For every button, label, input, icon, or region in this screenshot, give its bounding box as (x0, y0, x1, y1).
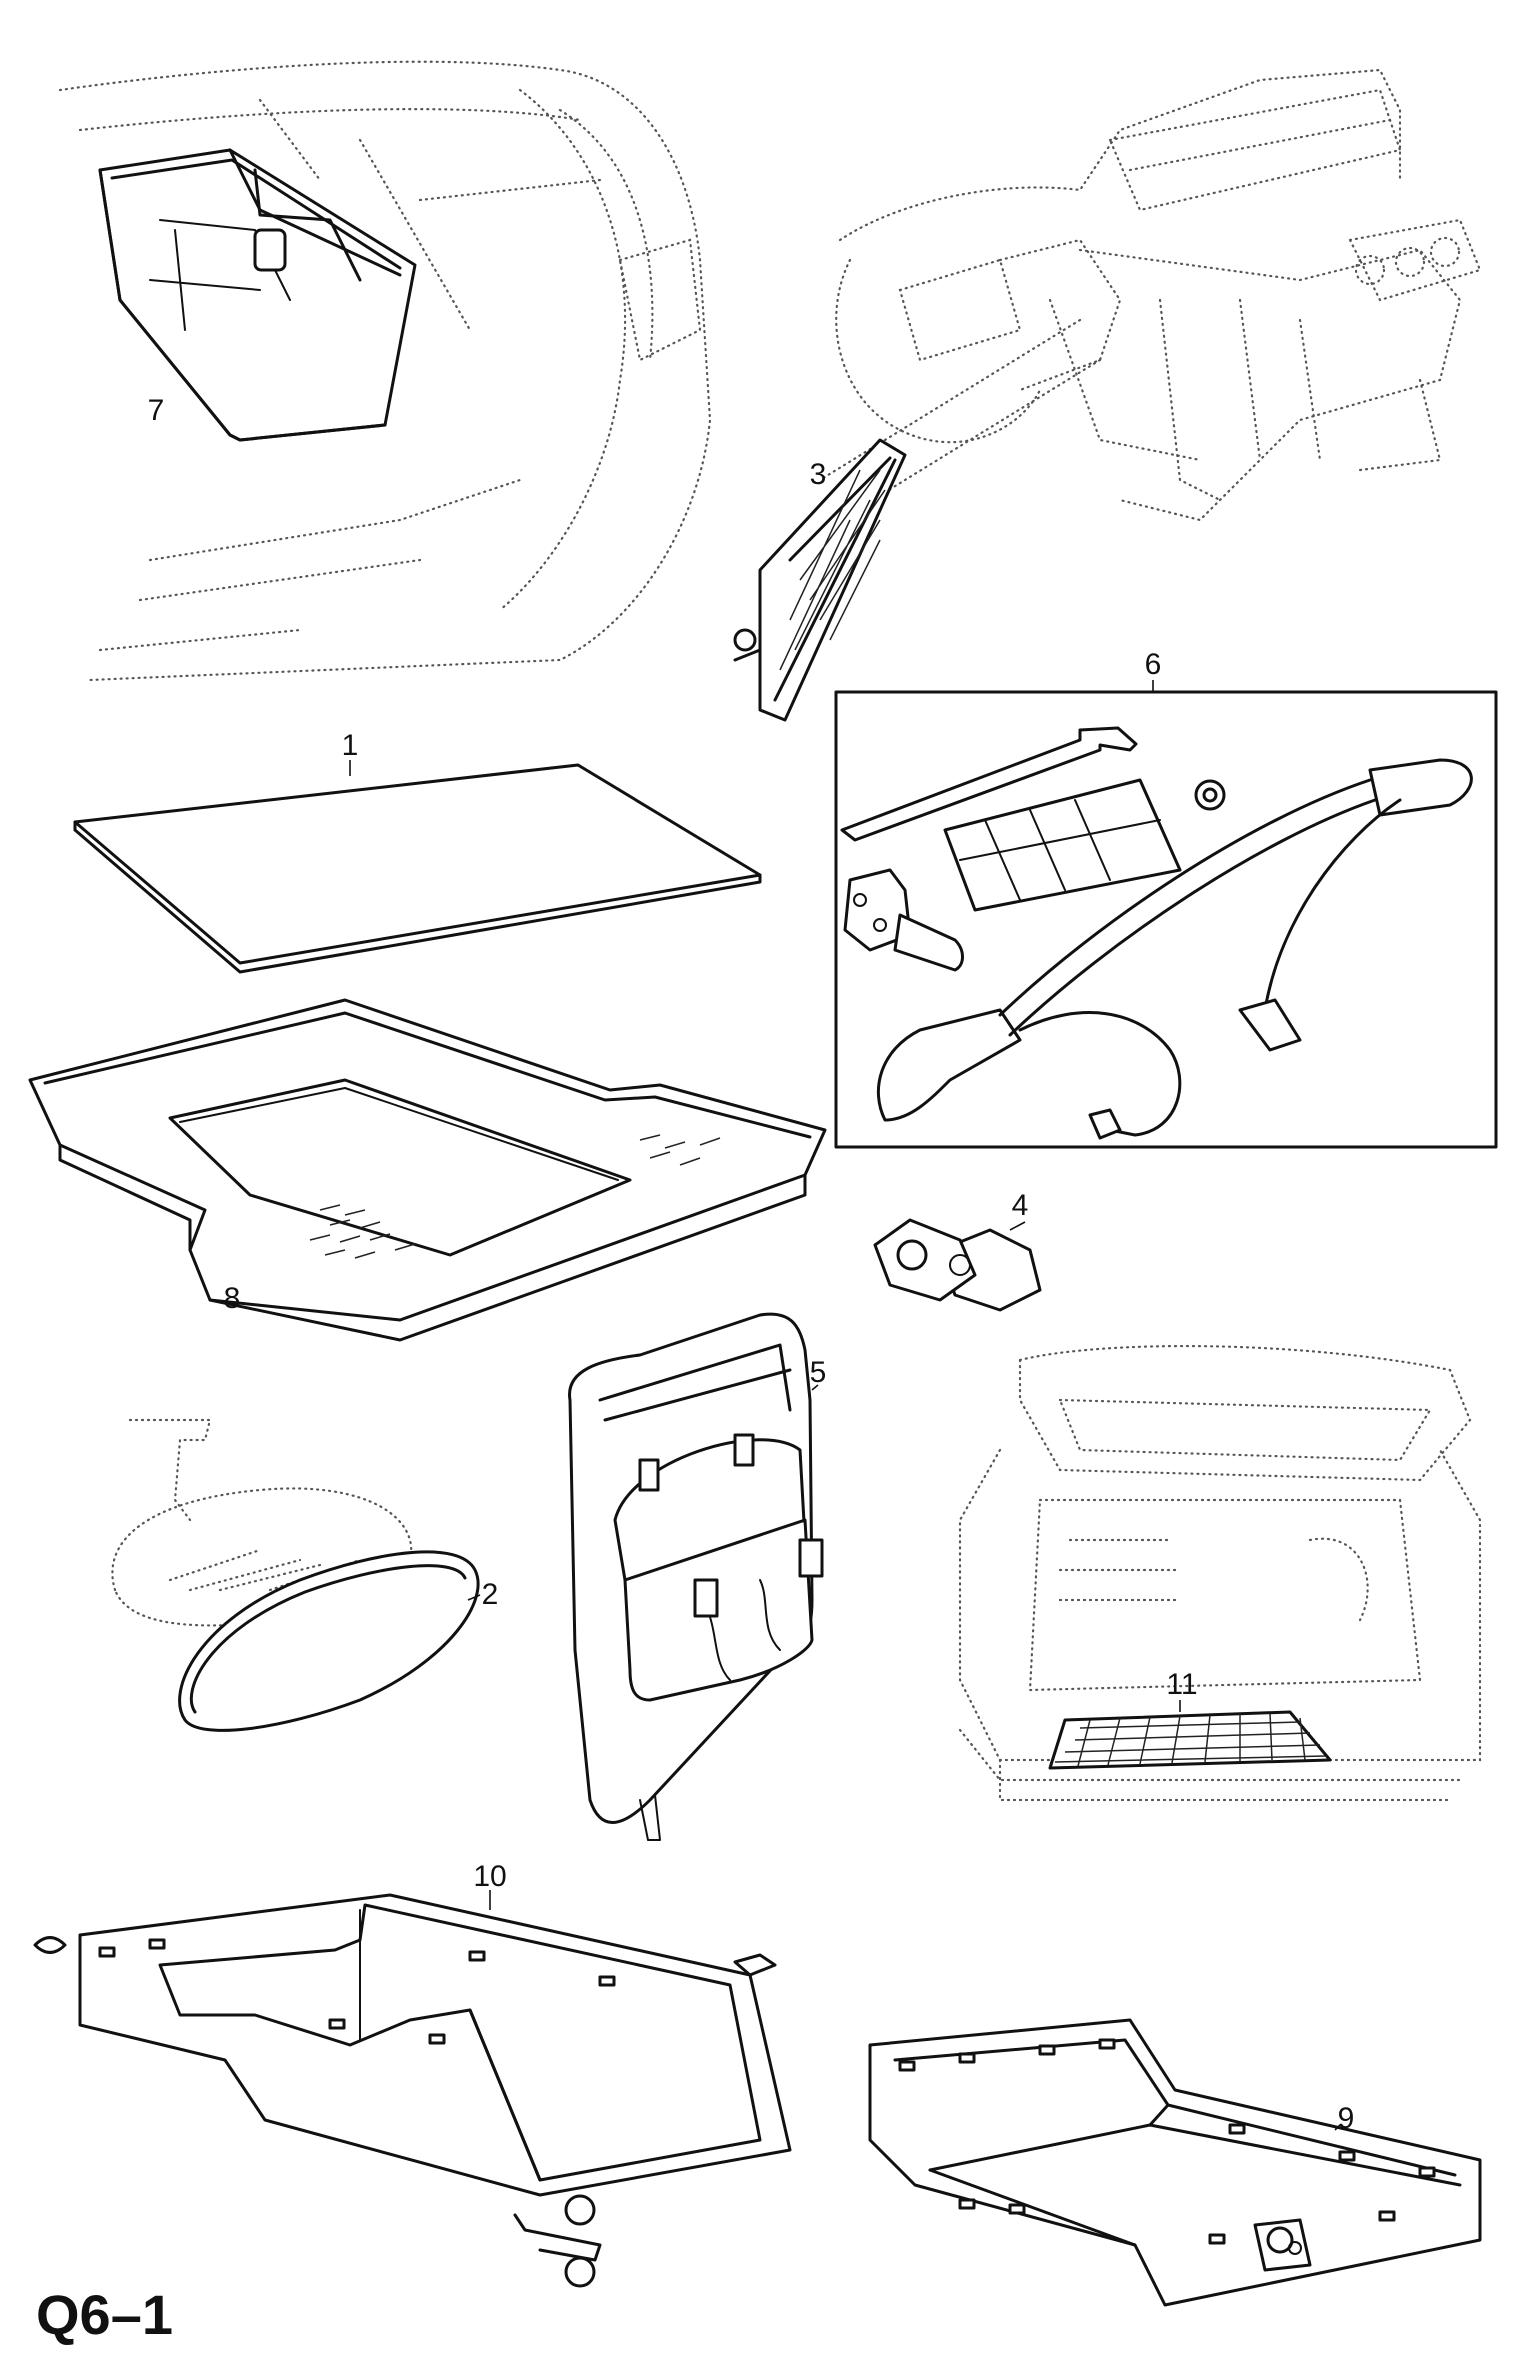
callout-11: 11 (1166, 1668, 1197, 1701)
callout-2: 2 (482, 1578, 499, 1611)
callout-3: 3 (810, 458, 827, 491)
part-2-mirror (111, 1418, 481, 1732)
callout-7: 7 (148, 394, 165, 427)
callout-1: 1 (342, 729, 359, 762)
callout-8: 8 (224, 1282, 241, 1315)
part-1-floor-mat (73, 760, 762, 974)
part-10-cargo-liner (33, 1890, 792, 2288)
part-6-tool-kit (834, 680, 1498, 1149)
callout-4: 4 (1012, 1189, 1029, 1222)
page-code: Q6–1 (36, 2283, 173, 2346)
part-4-socket (873, 1218, 1042, 1312)
part-7-storage-box (58, 60, 712, 682)
part-11-trunk-net (958, 1344, 1482, 1802)
callout-5: 5 (810, 1356, 827, 1389)
callout-10: 10 (473, 1860, 506, 1893)
callout-9: 9 (1338, 2102, 1355, 2135)
part-5-bag (568, 1312, 824, 1841)
callout-6: 6 (1145, 648, 1162, 681)
part-8-luggage-tray (28, 998, 827, 1342)
part-3-pollen-filter (733, 68, 1482, 722)
part-9-cargo-liner (868, 2018, 1482, 2307)
